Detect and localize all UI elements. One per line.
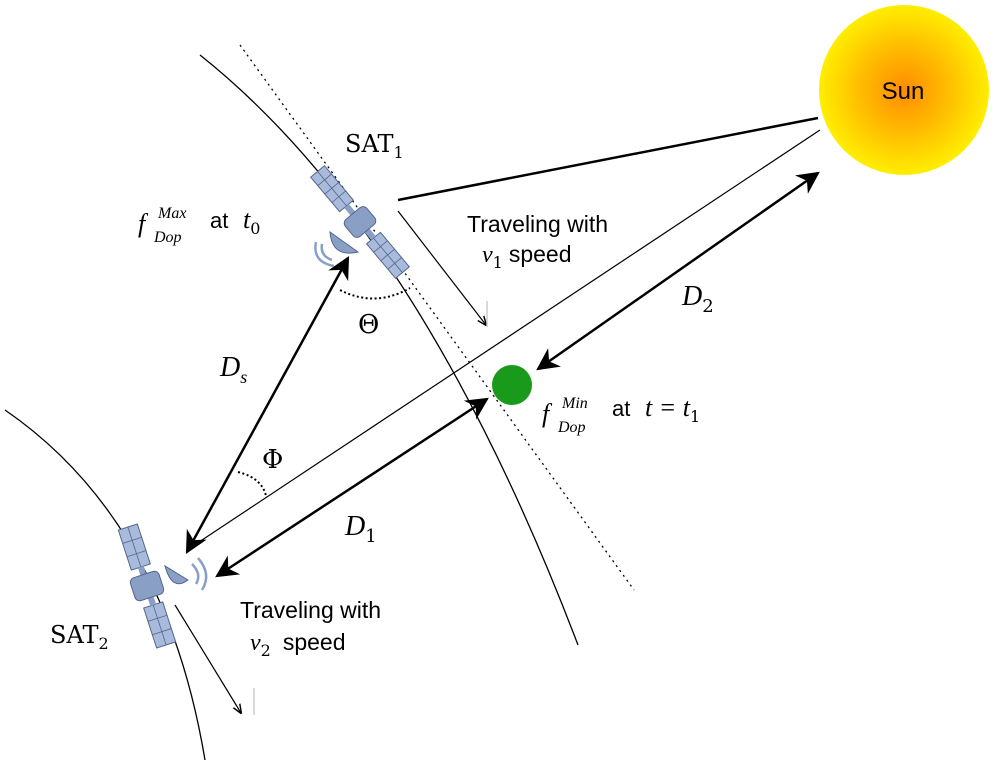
satellite-2-icon	[117, 523, 177, 649]
doppler-max-label: f Max Dop at t0	[138, 205, 260, 246]
svg-text:Max: Max	[157, 205, 186, 222]
sun-label: Sun	[882, 78, 925, 105]
phi-angle-arc	[237, 471, 267, 497]
sat2-motion-line1: Traveling with	[240, 597, 381, 623]
phi-label: Φ	[262, 445, 283, 475]
orbit-arc-sat1	[199, 54, 579, 646]
sat1-sun-line	[397, 116, 819, 202]
distance-d2-label: D2	[681, 281, 714, 317]
distance-d1-arrow	[215, 397, 489, 578]
sat1-motion-line1: Traveling with	[467, 211, 608, 237]
svg-text:Dop: Dop	[557, 419, 586, 436]
svg-text:at: at	[210, 208, 228, 233]
satellite-1-dish-icon	[314, 230, 360, 268]
svg-text:Dop: Dop	[153, 229, 182, 246]
sat1-label: SAT1	[345, 130, 404, 162]
svg-text:t0: t0	[243, 205, 260, 238]
satellite-2-dish-icon	[164, 557, 208, 591]
sun	[819, 5, 989, 175]
orbit-arc-sat2	[4, 409, 206, 761]
distance-ds-arrow	[185, 256, 350, 554]
distance-d2-arrow	[536, 171, 820, 371]
svg-text:at: at	[612, 396, 630, 421]
distance-d1-label: D1	[344, 511, 377, 547]
sat2-sun-line	[189, 129, 821, 549]
distance-ds-label: Ds	[219, 352, 247, 387]
svg-text:Min: Min	[561, 395, 588, 412]
sat2-velocity-arrow	[174, 604, 241, 713]
sat1-velocity-arrow	[397, 210, 486, 325]
receiver-point	[492, 365, 532, 405]
doppler-min-label: f Min Dop at t = t1	[542, 393, 700, 436]
svg-text:t = t1: t = t1	[645, 393, 700, 426]
dotted-reference-line	[239, 44, 635, 591]
theta-angle-arc	[339, 287, 411, 300]
sat2-label: SAT2	[50, 621, 109, 653]
theta-label: Θ	[358, 310, 379, 340]
svg-text:f: f	[138, 209, 149, 238]
svg-text:f: f	[542, 399, 553, 428]
satellite-1-icon	[309, 164, 411, 280]
